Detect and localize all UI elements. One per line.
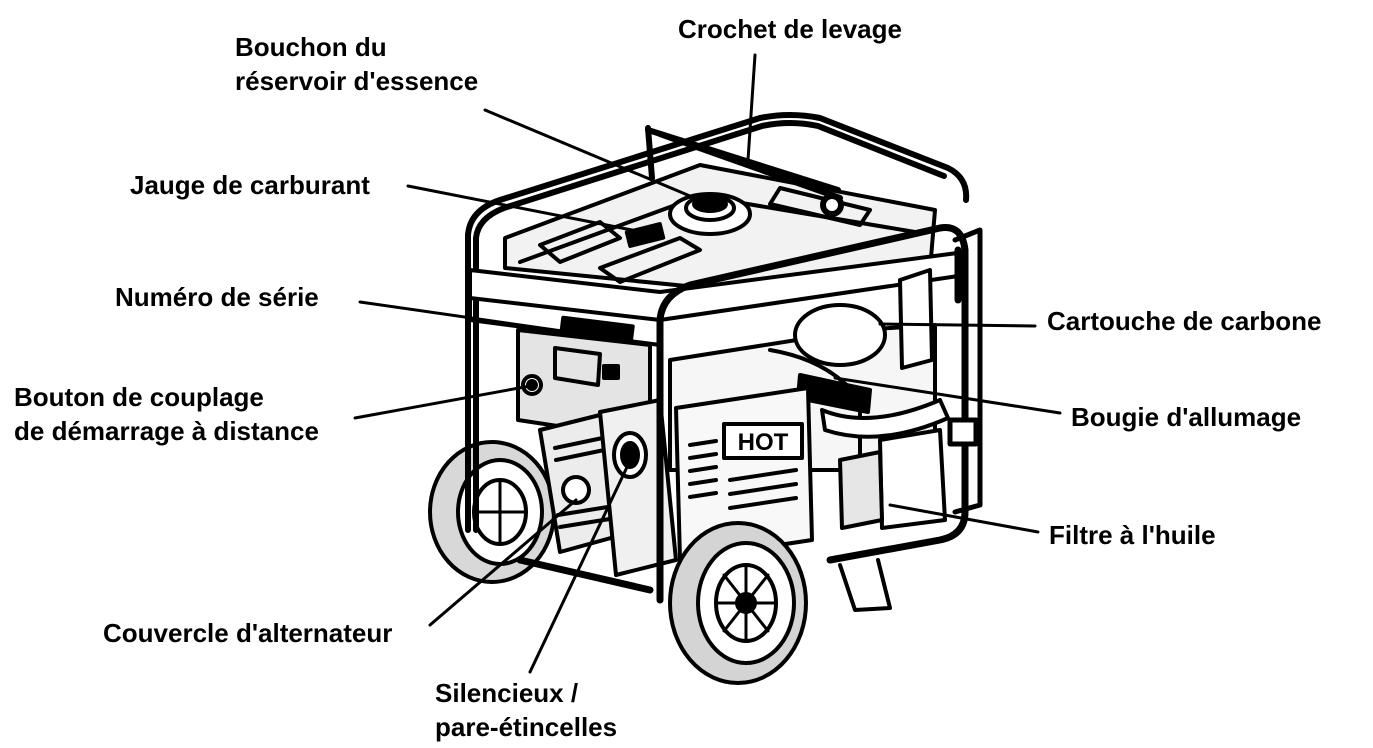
leader-cartouche (878, 322, 1037, 328)
fuel-gauge-window (624, 222, 666, 248)
foot-stand (838, 558, 892, 612)
label-fuel-cap-line-1: Bouchon du (235, 32, 387, 62)
leader-filtre (888, 503, 1040, 534)
hot-badge-text: HOT (738, 429, 789, 456)
leader-crochet (746, 53, 757, 162)
oil-filter (838, 428, 947, 530)
front-wheel (668, 521, 808, 685)
leader-bouchon (483, 108, 692, 198)
label-fuel-gauge: Jauge de carburant (130, 170, 370, 200)
leader-silencieux (528, 463, 630, 674)
frame-front (516, 223, 969, 604)
label-alternator-cover: Couvercle d'alternateur (103, 618, 393, 648)
rear-wheel (428, 440, 556, 584)
fuel-cap (668, 192, 752, 236)
hot-badge (722, 422, 804, 460)
serial-plate (559, 315, 635, 345)
leader-bouton (353, 384, 532, 420)
label-muffler-line-1: Silencieux / (435, 678, 579, 708)
leader-jauge (406, 184, 644, 234)
lifting-hook (645, 125, 844, 217)
leader-couvercle (428, 498, 578, 627)
label-fuel-cap-line-2: réservoir d'essence (235, 66, 479, 96)
leader-bougie (833, 376, 1062, 415)
label-fuel-cap: Bouchon du réservoir d'essence (235, 30, 478, 98)
label-serial-number: Numéro de série (115, 282, 319, 312)
label-carbon-canister: Cartouche de carbone (1047, 306, 1322, 336)
label-oil-filter: Filtre à l'huile (1049, 520, 1216, 550)
label-spark-plug: Bougie d'allumage (1071, 402, 1302, 432)
carbon-canister (793, 303, 887, 367)
handle (947, 227, 983, 515)
muffler (598, 398, 678, 577)
label-remote-start-line-1: Bouton de couplage (14, 382, 264, 412)
engine-housing (674, 386, 814, 562)
leader-serie (358, 300, 592, 337)
leader-lines (353, 53, 1062, 674)
label-muffler: Silencieux / pare-étincelles (435, 676, 617, 744)
frame-rear (465, 112, 970, 533)
label-muffler-line-2: pare-étincelles (435, 712, 618, 742)
label-remote-start-line-2: de démarrage à distance (14, 416, 319, 446)
label-remote-start-button: Bouton de couplage de démarrage à distan… (14, 380, 319, 448)
label-lifting-hook: Crochet de levage (678, 14, 902, 44)
